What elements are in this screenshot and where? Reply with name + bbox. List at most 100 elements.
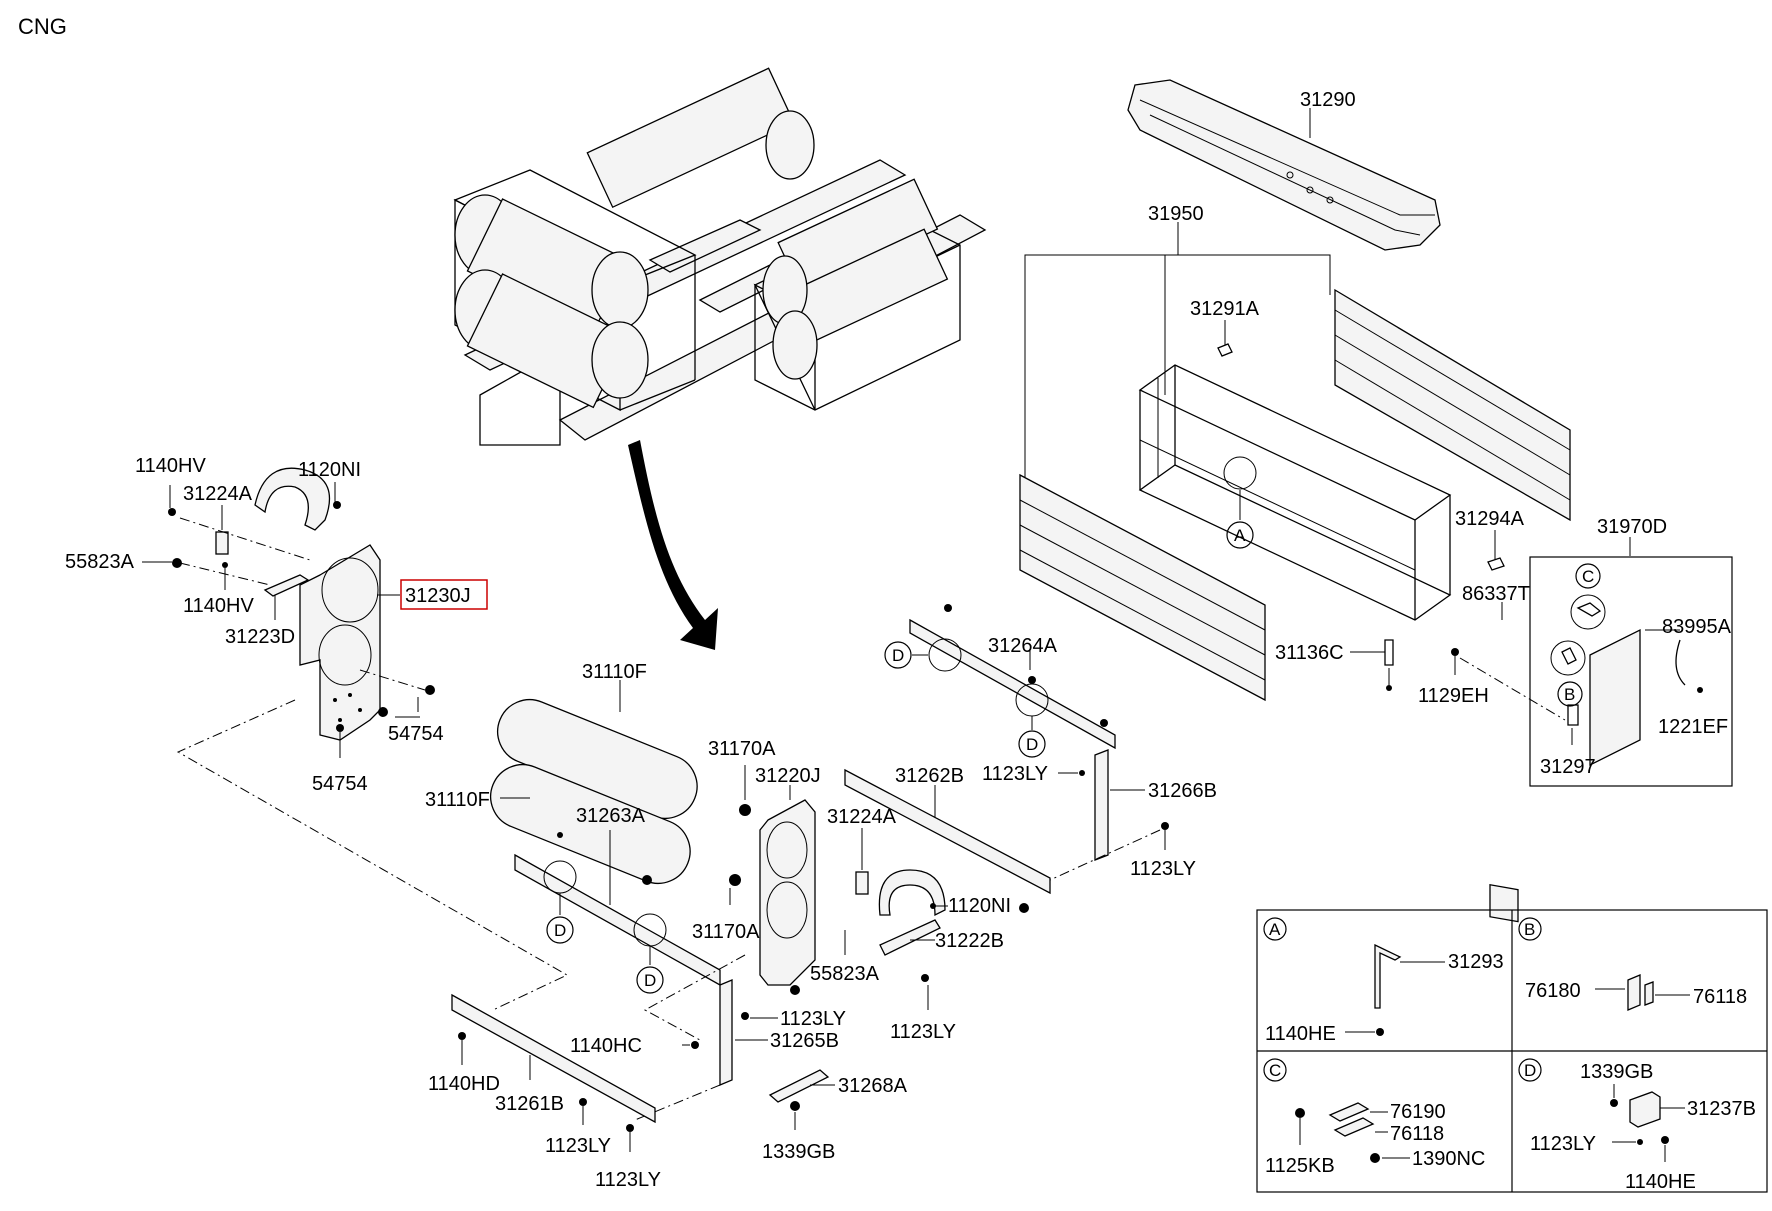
- part-label-55823A-mid: 55823A: [810, 963, 880, 985]
- part-label-31291A: 31291A: [1190, 298, 1260, 320]
- side-panel-front: [1019, 473, 1266, 702]
- part-label-86337T: 86337T: [1462, 583, 1530, 605]
- part-label-1339GB: 1339GB: [762, 1141, 835, 1163]
- callout-a: [1226, 521, 1254, 549]
- callout-b: [1557, 681, 1583, 707]
- part-label-31136C: 31136C: [1275, 642, 1344, 664]
- part-label-31170A-lower: 31170A: [692, 921, 760, 943]
- detail-d-31237B: 31237B: [1687, 1098, 1756, 1120]
- detail-c-76118: 76118: [1390, 1123, 1444, 1145]
- part-label-31223D: 31223D: [225, 626, 295, 648]
- part-label-31264A: 31264A: [988, 635, 1058, 657]
- detail-d-1339GB: 1339GB: [1580, 1061, 1653, 1083]
- cover-31290: [1127, 79, 1441, 251]
- callout-d-2-letter: D: [644, 971, 656, 990]
- detail-a-31293: 31293: [1448, 951, 1504, 973]
- callout-d-4: [1018, 730, 1046, 758]
- detail-box-31970D: [1529, 556, 1733, 787]
- detail-c-letter: C: [1269, 1061, 1281, 1080]
- bracket-31136C: [1384, 639, 1394, 666]
- part-label-1140HV-top: 1140HV: [135, 455, 206, 477]
- vehicle-assembly-illustration: [453, 67, 987, 446]
- detail-d-bracket: [1629, 1091, 1661, 1128]
- callout-d-1: [546, 916, 574, 944]
- part-label-54754-right: 54754: [388, 723, 444, 745]
- strap-clamp: [254, 467, 331, 531]
- callout-d-4-letter: D: [1026, 735, 1038, 754]
- detail-d-1140HE: 1140HE: [1625, 1171, 1696, 1193]
- part-label-31224A-mid: 31224A: [827, 806, 897, 828]
- part-label-31297: 31297: [1540, 756, 1596, 778]
- part-label-1221EF: 1221EF: [1658, 716, 1728, 738]
- part-label-31294A: 31294A: [1455, 508, 1525, 530]
- rail-31263A: [514, 853, 721, 987]
- part-label-31222B: 31222B: [935, 930, 1004, 952]
- part-label-31110F-upper: 31110F: [582, 661, 647, 683]
- part-label-1120NI-mid: 1120NI: [948, 895, 1011, 917]
- part-label-31230J: 31230J: [405, 585, 471, 607]
- diagram-title: CNG: [18, 14, 67, 39]
- bracket-31950: [1024, 222, 1331, 480]
- callout-d-1-letter: D: [554, 921, 566, 940]
- part-label-31950: 31950: [1148, 203, 1204, 225]
- callout-b-letter: B: [1564, 685, 1575, 704]
- part-label-31290: 31290: [1300, 89, 1356, 111]
- callout-c-letter: C: [1582, 567, 1594, 586]
- detail-d-letter: D: [1524, 1061, 1536, 1080]
- support-plate-31220J: [759, 799, 816, 986]
- part-label-1140HV-bottom: 1140HV: [183, 595, 254, 617]
- detail-a-1140HE: 1140HE: [1265, 1023, 1336, 1045]
- support-plate-31230J: [299, 544, 381, 741]
- part-label-31220J: 31220J: [755, 765, 821, 787]
- part-label-1123LY-right: 1123LY: [1130, 858, 1196, 880]
- assembly-arrow-icon: [628, 440, 718, 650]
- part-label-1123LY-post: 1123LY: [780, 1008, 846, 1030]
- part-label-31266B: 31266B: [1148, 780, 1217, 802]
- detail-a-letter: A: [1269, 920, 1281, 939]
- detail-grid: [1256, 909, 1768, 1193]
- part-label-54754-bottom: 54754: [312, 773, 368, 795]
- part-label-31224A-left: 31224A: [183, 483, 253, 505]
- part-label-1140HC: 1140HC: [570, 1035, 642, 1057]
- detail-c-1390NC: 1390NC: [1412, 1148, 1485, 1170]
- part-label-31265B: 31265B: [770, 1030, 839, 1052]
- bracket-31223D: [263, 574, 310, 597]
- detail-b-76180: 76180: [1525, 980, 1581, 1002]
- strap-clamp-right: [878, 869, 946, 917]
- part-label-1123LY-lower-a: 1123LY: [545, 1135, 611, 1157]
- detail-a-bracket: [1374, 943, 1402, 1009]
- callout-a-letter: A: [1234, 526, 1246, 545]
- highlight-box-31230J: [400, 579, 488, 610]
- part-label-1120NI-top: 1120NI: [298, 459, 361, 481]
- callout-d-3: [884, 641, 912, 669]
- rail-31262B: [844, 768, 1051, 895]
- cng-cylinder-lower: [490, 764, 691, 884]
- rail-31264A: [909, 618, 1116, 750]
- part-label-31110F-lower: 31110F: [425, 789, 490, 811]
- post-31266B: [1094, 749, 1109, 861]
- part-label-1123LY-lower-b: 1123LY: [595, 1169, 661, 1191]
- part-label-31268A: 31268A: [838, 1075, 908, 1097]
- part-label-1140HD: 1140HD: [428, 1073, 500, 1095]
- label-plate-86337T: [1489, 883, 1519, 923]
- bracket-31222B: [879, 919, 941, 956]
- detail-b-76118: 76118: [1693, 986, 1747, 1008]
- post-31265B: [719, 979, 733, 1086]
- part-31294A: [1487, 557, 1505, 571]
- rail-31261B: [451, 993, 656, 1124]
- detail-c-76190: 76190: [1390, 1101, 1446, 1123]
- detail-c-1125KB: 1125KB: [1265, 1155, 1335, 1177]
- part-label-31970D: 31970D: [1597, 516, 1667, 538]
- part-label-1123LY-upper: 1123LY: [982, 763, 1048, 785]
- part-label-83995A: 83995A: [1662, 616, 1732, 638]
- detail-d-1123LY: 1123LY: [1530, 1133, 1596, 1155]
- part-label-31170A-upper: 31170A: [708, 738, 776, 760]
- bracket-31268A: [768, 1069, 830, 1103]
- part-label-31263A: 31263A: [576, 805, 646, 827]
- part-label-55823A-left: 55823A: [65, 551, 135, 573]
- callout-d-3-letter: D: [892, 646, 904, 665]
- frame-box: [1138, 364, 1452, 621]
- part-label-31262B: 31262B: [895, 765, 964, 787]
- part-label-31261B: 31261B: [495, 1093, 564, 1115]
